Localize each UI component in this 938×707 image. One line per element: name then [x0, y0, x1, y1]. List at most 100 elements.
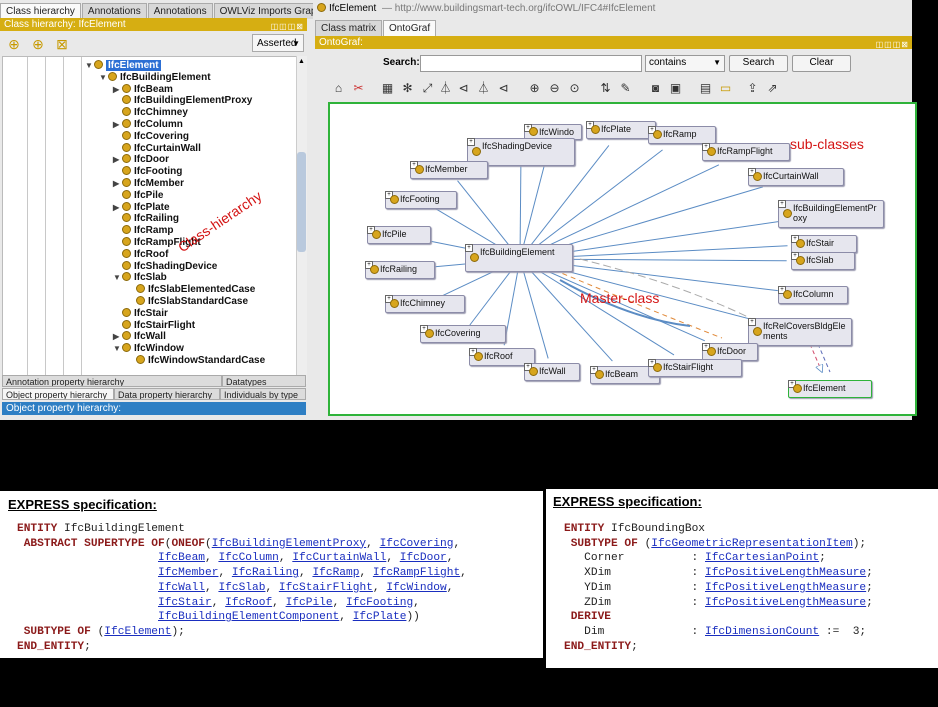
open-folder-icon[interactable]: ▭	[719, 81, 732, 95]
graph-node[interactable]: +IfcRailing	[365, 261, 435, 279]
tree-node[interactable]: IfcRoof	[113, 248, 168, 260]
search-button[interactable]: Search	[729, 55, 788, 72]
expand-node-icon[interactable]: +	[467, 138, 475, 146]
graph-node[interactable]: +IfcFooting	[385, 191, 457, 209]
tab-owlviz[interactable]: OWLViz Imports Graph	[213, 3, 329, 19]
graph-node[interactable]: +IfcStair	[791, 235, 857, 253]
image-icon[interactable]: ▣	[669, 81, 682, 95]
expand-node-icon[interactable]: +	[748, 318, 756, 326]
spring-layout-icon[interactable]: ⤢	[422, 81, 433, 95]
tree-layout-icon[interactable]: ⏃	[439, 81, 452, 95]
save-icon[interactable]: ▤	[699, 81, 712, 95]
express-type-link[interactable]: IfcCurtainWall	[292, 552, 387, 565]
ontograf-canvas[interactable]: +IfcBuildingElement+IfcWindow+IfcPlate+I…	[328, 102, 917, 416]
tree-node[interactable]: IfcSlabStandardCase	[127, 296, 248, 307]
collapsed-toggle-icon[interactable]: ▶	[113, 179, 120, 188]
express-type-link[interactable]: IfcStair	[158, 596, 212, 609]
graph-node[interactable]: +IfcColumn	[778, 286, 848, 304]
expand-node-icon[interactable]: +	[778, 200, 786, 208]
tree-node[interactable]: IfcRamp	[113, 225, 173, 236]
express-type-link[interactable]: IfcRoof	[225, 596, 273, 609]
tab-class-hierarchy[interactable]: Class hierarchy	[0, 3, 81, 19]
tree-node[interactable]: ▶IfcBeam	[113, 83, 173, 95]
express-type-link[interactable]: IfcMember	[158, 567, 219, 580]
express-type-link[interactable]: IfcColumn	[218, 552, 279, 565]
express-type-link[interactable]: IfcPlate	[352, 611, 407, 624]
match-mode-dropdown[interactable]: contains ▼	[645, 55, 725, 72]
express-type-link[interactable]: IfcBuildingElementComponent	[158, 611, 340, 624]
graph-node[interactable]: +IfcStairFlight	[648, 359, 742, 377]
graph-node[interactable]: +IfcRoof	[469, 348, 535, 366]
tree-node[interactable]: IfcCurtainWall	[113, 142, 201, 154]
tab-annotation-property-hierarchy[interactable]: Annotation property hierarchy	[2, 375, 222, 387]
tree-node[interactable]: ▼IfcSlab	[113, 272, 167, 283]
expanded-toggle-icon[interactable]: ▼	[85, 61, 93, 70]
collapsed-toggle-icon[interactable]: ▶	[113, 155, 120, 165]
graph-node[interactable]: +IfcCurtainWall	[748, 168, 844, 186]
zoom-in-icon[interactable]: ⊕	[529, 81, 540, 95]
tree-node[interactable]: IfcStairFlight	[113, 319, 195, 331]
express-type-link[interactable]: IfcStairFlight	[278, 581, 373, 594]
tree-node[interactable]: ▶IfcMember	[113, 178, 184, 189]
expand-node-icon[interactable]: +	[465, 244, 473, 252]
collapsed-toggle-icon[interactable]: ▶	[113, 120, 120, 129]
graph-node[interactable]: +IfcPile	[367, 226, 431, 244]
clear-button[interactable]: Clear	[792, 55, 851, 72]
graph-node[interactable]: +IfcCovering	[420, 325, 506, 343]
tree-node[interactable]: ▶IfcWall	[113, 331, 166, 342]
tab-annotations[interactable]: Annotations	[81, 3, 147, 19]
express-type-link[interactable]: IfcRamp	[312, 567, 360, 580]
express-type-link[interactable]: IfcWindow	[386, 581, 447, 594]
graph-node[interactable]: +IfcPlate	[586, 121, 656, 139]
tree-node[interactable]: IfcRailing	[113, 213, 179, 224]
graph-node[interactable]: +IfcRamp	[648, 126, 716, 144]
express-type-link[interactable]: IfcPositiveLengthMeasure	[705, 567, 867, 580]
express-type-link[interactable]: IfcRampFlight	[372, 567, 461, 580]
export-icon[interactable]: ⇪	[747, 81, 758, 95]
tab-object-property-hierarchy[interactable]: Object property hierarchy	[2, 388, 114, 400]
remove-node-icon[interactable]: ✂	[353, 81, 364, 95]
home-icon[interactable]: ⌂	[334, 81, 343, 95]
add-sibling-icon[interactable]: ⊕	[32, 36, 44, 52]
panel-window-buttons[interactable]: ◫◫◫⊠	[875, 40, 909, 49]
graph-node[interactable]: +IfcBuildingElementProxy	[778, 200, 884, 228]
graph-node[interactable]: +IfcElement	[788, 380, 872, 398]
tree-node[interactable]: IfcRampFlight	[113, 237, 201, 248]
express-type-link[interactable]: IfcBeam	[158, 552, 205, 565]
graph-node[interactable]: +IfcRelCoversBldgElements	[748, 318, 852, 346]
filter-icon[interactable]: ⇅	[600, 81, 611, 95]
collapsed-toggle-icon[interactable]: ▶	[113, 84, 120, 94]
scroll-thumb[interactable]	[297, 152, 306, 252]
tab-data-property-hierarchy[interactable]: Data property hierarchy	[114, 388, 220, 400]
graph-node[interactable]: +IfcWall	[524, 363, 580, 381]
tree-node[interactable]: ▼IfcBuildingElement	[99, 71, 211, 83]
tab-individuals-by-type[interactable]: Individuals by type	[220, 388, 306, 400]
express-type-link[interactable]: IfcDoor	[399, 552, 447, 565]
asserted-dropdown[interactable]: Asserted ▼	[252, 34, 304, 52]
express-type-link[interactable]: IfcCartesianPoint	[705, 552, 820, 565]
express-type-link[interactable]: IfcFooting	[346, 596, 414, 609]
express-type-link[interactable]: IfcCovering	[379, 537, 454, 550]
graph-node[interactable]: +IfcChimney	[385, 295, 465, 313]
graph-node[interactable]: +IfcRampFlight	[702, 143, 790, 161]
tab-ontograf[interactable]: OntoGraf	[383, 20, 437, 36]
tree-node[interactable]: IfcSlabElementedCase	[127, 284, 255, 295]
horizontal-tree-icon[interactable]: ⊲	[458, 81, 469, 95]
panel-window-buttons[interactable]: ◫◫◫⊠	[270, 22, 304, 31]
tree-scrollbar[interactable]: ▲ ▼	[296, 56, 307, 384]
tab-annotations-2[interactable]: Annotations	[147, 3, 213, 19]
graph-node[interactable]: +IfcSlab	[791, 252, 855, 270]
expanded-toggle-icon[interactable]: ▼	[113, 344, 121, 354]
express-type-link[interactable]: IfcSlab	[218, 581, 266, 594]
graph-node[interactable]: +IfcBeam	[590, 366, 660, 384]
express-type-link[interactable]: IfcWall	[158, 581, 205, 594]
graph-node[interactable]: +IfcShadingDevice	[467, 138, 575, 166]
collapsed-toggle-icon[interactable]: ▶	[113, 202, 120, 212]
add-subclass-icon[interactable]: ⊕	[8, 36, 20, 52]
radial-layout-icon[interactable]: ✻	[402, 81, 413, 95]
delete-class-icon[interactable]: ⊠	[56, 36, 68, 52]
tree-node[interactable]: IfcPile	[113, 189, 163, 201]
camera-icon[interactable]: ◙	[651, 81, 660, 95]
express-type-link[interactable]: IfcDimensionCount	[705, 625, 820, 638]
note-icon[interactable]: ✎	[620, 81, 631, 95]
